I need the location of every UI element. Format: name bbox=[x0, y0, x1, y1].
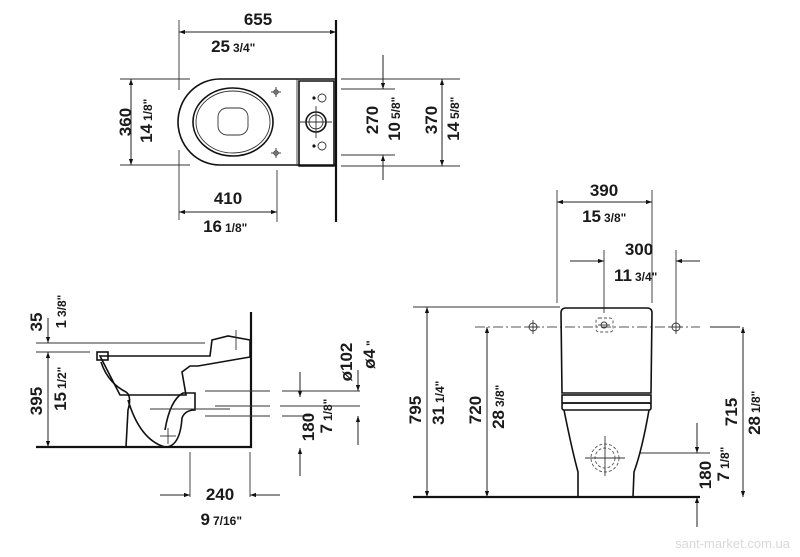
tank-outline bbox=[298, 80, 335, 167]
dim-102-inch: ø4 bbox=[360, 348, 379, 368]
watermark: sant-market.com.ua bbox=[675, 536, 791, 551]
pedestal-left bbox=[563, 409, 579, 497]
dim-390-inch-frac: 3/8" bbox=[604, 211, 626, 225]
dim-715-inch: 28 bbox=[745, 416, 764, 435]
dim-102-inch-frac: " bbox=[364, 340, 378, 346]
dim-395-inch: 15 bbox=[51, 392, 70, 411]
dim-300-inch: 11 bbox=[614, 266, 632, 285]
drain-center-icon bbox=[160, 428, 176, 444]
connection-point-icon bbox=[526, 320, 683, 334]
dim-795-inch: 31 bbox=[429, 406, 448, 425]
dim-180-front-inch: 7 bbox=[714, 472, 733, 481]
dim-795-inch-frac: 1/4" bbox=[433, 381, 447, 403]
tank-base bbox=[561, 394, 652, 404]
dim-240-inch-frac: 7/16" bbox=[213, 514, 242, 528]
dim-655-mm: 655 bbox=[244, 10, 272, 29]
dim-360-mm: 360 bbox=[116, 108, 135, 136]
dim-410-inch-frac: 1/8" bbox=[225, 221, 247, 235]
dim-240-mm: 240 bbox=[206, 485, 234, 504]
front-view: 390 15 3/8" 300 11 3/4" 795 31 1/4" 720 … bbox=[406, 181, 764, 527]
dim-395-mm: 395 bbox=[27, 387, 46, 415]
top-view: 655 25 3/4" 360 14 1/8" 410 16 1/8" 270 … bbox=[116, 10, 463, 236]
dim-35-inch: 1 bbox=[53, 320, 70, 328]
pedestal-right bbox=[632, 409, 650, 498]
seat-outline bbox=[192, 87, 274, 157]
dim-180-front-mm: 180 bbox=[696, 461, 715, 489]
dim-655-inch: 25 bbox=[211, 37, 230, 56]
dim-240-inch: 9 bbox=[201, 510, 210, 529]
dim-720-inch: 28 bbox=[489, 410, 508, 429]
outlet-center-icon bbox=[585, 436, 625, 476]
bowl-front bbox=[100, 361, 131, 448]
seat-hinge bbox=[96, 351, 109, 361]
dim-180-side-inch: 7 bbox=[317, 424, 336, 433]
dim-655-inch-frac: 3/4" bbox=[233, 41, 255, 55]
dim-35-mm: 35 bbox=[27, 313, 46, 332]
side-view: 35 1 3/8" 395 15 1/2" ø102 ø4 " 180 7 1/… bbox=[27, 295, 379, 529]
dim-370-inch: 14 bbox=[444, 121, 463, 140]
dim-270-inch: 10 bbox=[385, 122, 404, 141]
dim-715-mm: 715 bbox=[722, 398, 741, 426]
dim-795-mm: 795 bbox=[406, 396, 425, 424]
dim-300-mm: 300 bbox=[625, 240, 653, 259]
dim-715-inch-frac: 1/8" bbox=[749, 391, 763, 413]
fixing-point-icon bbox=[271, 87, 281, 158]
dim-720-inch-frac: 3/8" bbox=[493, 385, 507, 407]
bowl-outline bbox=[177, 78, 336, 166]
dim-180-front-inch-frac: 1/8" bbox=[718, 447, 732, 469]
trap-profile bbox=[127, 392, 196, 448]
seat-opening bbox=[217, 107, 249, 136]
dim-390-mm: 390 bbox=[590, 181, 618, 200]
dim-720-mm: 720 bbox=[466, 396, 485, 424]
dim-180-side-inch-frac: 1/8" bbox=[321, 399, 335, 421]
dim-360-inch: 14 bbox=[137, 123, 156, 142]
seat-profile bbox=[98, 335, 251, 396]
dim-35-inch-frac: 3/8" bbox=[55, 295, 69, 317]
dim-390-inch: 15 bbox=[582, 207, 601, 226]
dim-410-mm: 410 bbox=[214, 189, 242, 208]
tank-outline bbox=[560, 307, 653, 394]
dim-270-inch-frac: 5/8" bbox=[389, 97, 403, 119]
dim-370-mm: 370 bbox=[422, 106, 441, 134]
dim-300-inch-frac: 3/4" bbox=[635, 270, 657, 284]
dim-410-inch: 16 bbox=[203, 217, 222, 236]
dim-360-inch-frac: 1/8" bbox=[141, 99, 155, 121]
dim-102-mm: ø102 bbox=[337, 343, 356, 382]
dim-180-side-mm: 180 bbox=[299, 413, 318, 441]
dim-395-inch-frac: 1/2" bbox=[55, 367, 69, 389]
dim-270-mm: 270 bbox=[363, 106, 382, 134]
dim-370-inch-frac: 5/8" bbox=[448, 97, 462, 119]
